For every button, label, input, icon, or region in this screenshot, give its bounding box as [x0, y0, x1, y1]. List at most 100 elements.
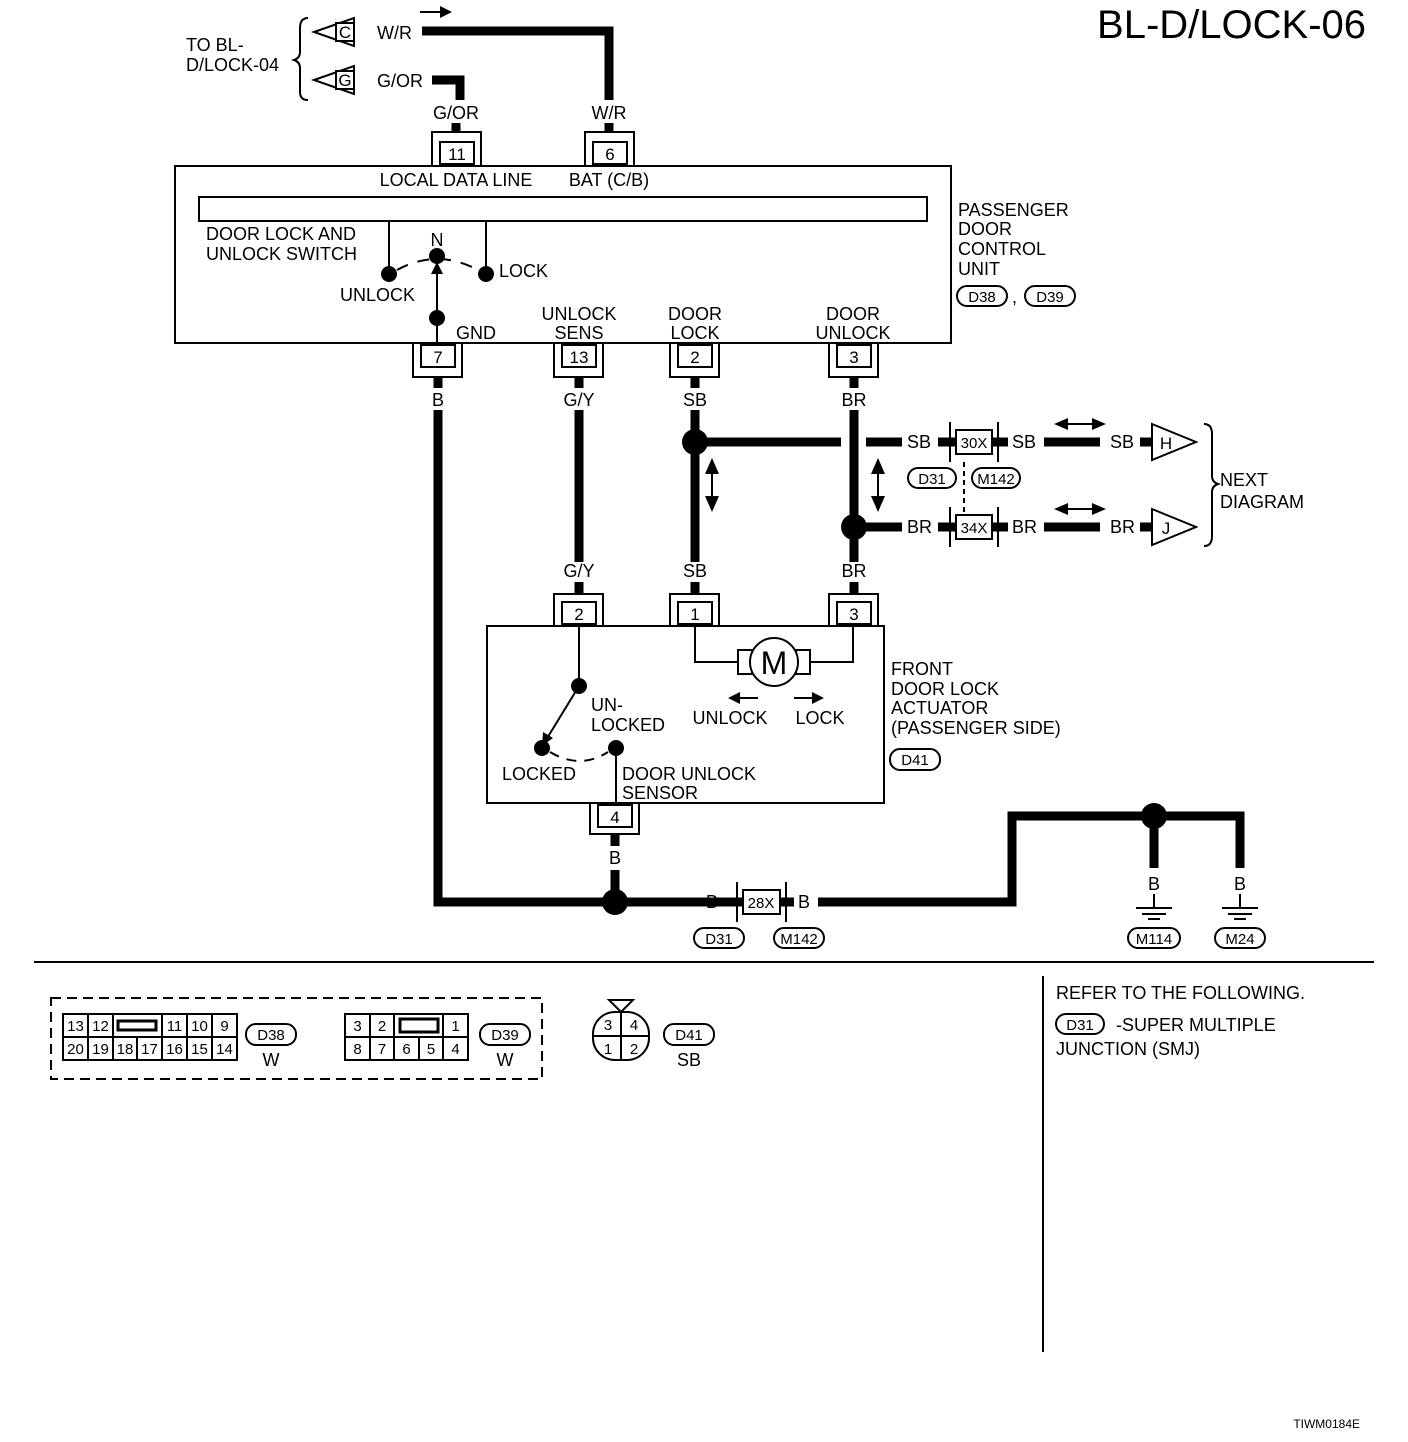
wire-label-b-m114: B [1148, 874, 1160, 894]
local-data-line-label: LOCAL DATA LINE [380, 170, 533, 190]
door-unlock-label-line2: UNLOCK [815, 323, 890, 343]
pin-13[interactable]: 13 [553, 343, 604, 378]
pin-2-label: 2 [690, 348, 699, 367]
svg-text:1: 1 [451, 1018, 459, 1035]
svg-text:D31: D31 [918, 471, 946, 488]
reference-line2: JUNCTION (SMJ) [1056, 1039, 1200, 1059]
wire-wr[interactable] [422, 26, 614, 100]
connector-g[interactable]: G [310, 64, 355, 96]
svg-text:M142: M142 [977, 471, 1015, 488]
arrow-lock-icon [794, 692, 824, 704]
svg-text:1: 1 [604, 1041, 612, 1058]
ground-symbol-m114-icon [1136, 894, 1172, 920]
double-arrow-h-sb-icon [1054, 418, 1106, 430]
connector-face-d38-color: W [263, 1050, 280, 1070]
top-ref-brace [290, 17, 309, 101]
connector-face-d41-badge[interactable]: D41 [663, 1023, 715, 1046]
svg-text:13: 13 [67, 1018, 84, 1035]
svg-text:9: 9 [220, 1018, 228, 1035]
sensor-label-line1: DOOR UNLOCK [622, 764, 756, 784]
connector-face-d38-badge[interactable]: D38 [245, 1023, 297, 1046]
control-unit-name-line2: DOOR [958, 219, 1012, 239]
junction-ref-m142-bottom[interactable]: M142 [773, 927, 825, 949]
diagram-title: BL-D/LOCK-06 [1097, 3, 1366, 47]
connector-ref-d38[interactable]: D38 [956, 285, 1008, 307]
ground-ref-m114[interactable]: M114 [1127, 927, 1181, 949]
connector-face-d39-color: W [497, 1050, 514, 1070]
connector-face-d41: 3 4 1 2 [592, 999, 650, 1061]
switch-pivot [429, 310, 445, 326]
connector-c[interactable]: C [310, 16, 355, 48]
connector-h[interactable]: H [1151, 422, 1199, 462]
motor-label: M [761, 645, 788, 681]
svg-text:D38: D38 [257, 1027, 285, 1044]
connector-c-label: C [339, 23, 351, 42]
wire-label-br-right3: BR [1110, 517, 1135, 537]
ground-ref-m24[interactable]: M24 [1214, 927, 1266, 949]
unlocked-label-line2: LOCKED [591, 715, 665, 735]
junction-30x-label: 30X [961, 435, 988, 452]
pin-11[interactable]: 11 [431, 131, 482, 166]
reference-connector-d31[interactable]: D31 [1055, 1013, 1105, 1035]
svg-text:18: 18 [117, 1041, 134, 1058]
footer-code: TIWM0184E [1293, 1417, 1360, 1431]
actuator-pin-1[interactable]: 1 [669, 593, 720, 626]
wire-label-gor-top: G/OR [377, 71, 423, 91]
svg-text:16: 16 [166, 1041, 183, 1058]
svg-text:1: 1 [690, 605, 699, 624]
control-unit-name-line1: PASSENGER [958, 200, 1069, 220]
pin-6[interactable]: 6 [584, 131, 635, 166]
wire-label-b-splice2: B [798, 892, 810, 912]
sensor-lever [545, 685, 580, 741]
junction-34x[interactable]: 34X [949, 507, 999, 547]
wire-label-sb-top: SB [683, 390, 707, 410]
pin-3[interactable]: 3 [828, 343, 879, 378]
connector-face-d38: 13 12 11 10 9 20 19 18 17 16 15 14 [62, 1013, 238, 1061]
junction-ref-d31-bottom[interactable]: D31 [693, 927, 745, 949]
switch-contact-lock [478, 266, 494, 282]
connector-ref-separator: , [1012, 287, 1017, 307]
connector-ref-d39[interactable]: D39 [1024, 285, 1076, 307]
connector-j-label: J [1162, 519, 1171, 538]
passenger-door-control-unit [174, 165, 952, 344]
junction-ref-d31[interactable]: D31 [907, 467, 957, 489]
svg-text:3: 3 [849, 605, 858, 624]
connector-faces-frame [50, 997, 543, 1080]
pin-13-label: 13 [570, 348, 589, 367]
wire-gor[interactable] [432, 75, 465, 100]
connector-ref-d41[interactable]: D41 [889, 748, 941, 771]
junction-30x[interactable]: 30X [949, 422, 999, 462]
actuator-pin-4[interactable]: 4 [589, 803, 640, 835]
svg-text:3: 3 [604, 1017, 612, 1034]
bat-cb-label: BAT (C/B) [569, 170, 649, 190]
connector-face-d39-badge[interactable]: D39 [479, 1023, 531, 1046]
svg-text:15: 15 [191, 1041, 208, 1058]
junction-ref-m142[interactable]: M142 [971, 467, 1021, 489]
svg-text:3: 3 [353, 1018, 361, 1035]
wire-label-wr: W/R [592, 103, 627, 123]
wire-label-br-right2: BR [1012, 517, 1037, 537]
wire-b-to-grounds[interactable] [818, 811, 1245, 907]
actuator-pin-2[interactable]: 2 [553, 593, 604, 626]
next-diagram-brace [1203, 423, 1222, 547]
svg-text:4: 4 [610, 808, 619, 827]
junction-28x[interactable]: 28X [736, 882, 787, 922]
svg-text:8: 8 [353, 1041, 361, 1058]
control-unit-name-line3: CONTROL [958, 239, 1046, 259]
actuator-name-line4: (PASSENGER SIDE) [891, 718, 1061, 738]
actuator-name-line3: ACTUATOR [891, 698, 988, 718]
svg-text:D39: D39 [1036, 289, 1064, 306]
svg-text:M114: M114 [1136, 931, 1172, 948]
unlock-sens-label-line2: SENS [554, 323, 603, 343]
svg-text:2: 2 [378, 1018, 386, 1035]
pin-2[interactable]: 2 [669, 343, 720, 378]
direction-arrow-icon [440, 6, 452, 18]
connector-j[interactable]: J [1151, 507, 1199, 547]
control-unit-bus-bar [198, 196, 928, 222]
actuator-pin-3[interactable]: 3 [828, 593, 879, 626]
svg-text:14: 14 [216, 1041, 233, 1058]
double-arrow-h-br-icon [1054, 503, 1106, 515]
svg-text:4: 4 [630, 1017, 638, 1034]
pin-7[interactable]: 7 [412, 343, 463, 378]
